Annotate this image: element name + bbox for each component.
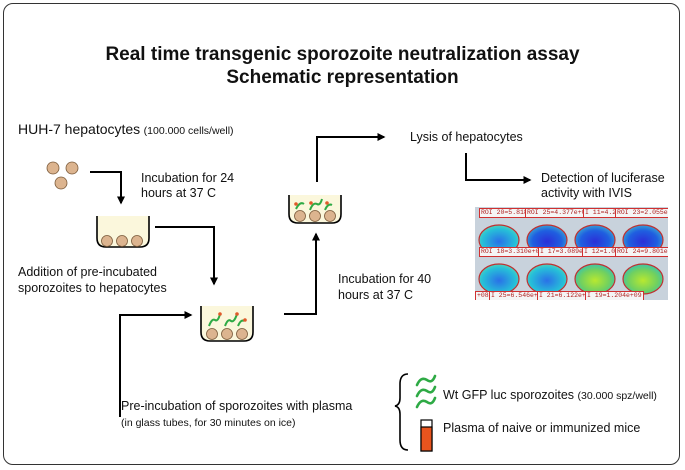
incubation-24-line-2: hours at 37 C xyxy=(141,186,217,200)
addition-line-2: sporozoites to hepatocytes xyxy=(18,281,167,295)
hepatocytes-title: HUH-7 hepatocytes xyxy=(18,121,141,137)
roi-label: I 19=1.204e+09 xyxy=(585,291,644,300)
title-line-2: Schematic representation xyxy=(226,67,459,88)
legend-sporozoites-note: (30.000 spz/well) xyxy=(577,390,657,402)
loose-hepatocyte-cells xyxy=(46,161,79,190)
legend-brace xyxy=(394,373,409,451)
roi-label: ROI 24=9.801e+08 xyxy=(615,247,668,257)
hepatocytes-label: HUH-7 hepatocytes (100.000 cells/well) xyxy=(18,122,234,139)
well-infected-hepatocytes xyxy=(288,195,342,224)
well-hepatocytes xyxy=(96,216,150,248)
addition-line-1: Addition of pre-incubated xyxy=(18,265,157,279)
incubation-40-line-1: Incubation for 40 xyxy=(338,272,432,286)
well-hepatocytes-with-sporozoites xyxy=(200,306,254,342)
hepatocytes-note: (100.000 cells/well) xyxy=(143,125,234,137)
incubation-24-line-1: Incubation for 24 xyxy=(141,171,235,185)
preincubation-note: (in glass tubes, for 30 minutes on ice) xyxy=(121,417,296,429)
roi-label: ROI 18=3.310e+08 xyxy=(479,247,546,257)
roi-label: ROI 25=4.377e+08 xyxy=(525,208,592,218)
ivis-luminescence-image: ROI 20=5.818e ROI 25=4.377e+08 I 11=4.26… xyxy=(475,207,668,300)
detection-line-1: Detection of luciferase xyxy=(541,171,665,185)
legend-sporozoites-title: Wt GFP luc sporozoites xyxy=(443,388,575,402)
legend-sporozoites-label: Wt GFP luc sporozoites (30.000 spz/well) xyxy=(443,388,657,404)
detection-line-2: activity with IVIS xyxy=(541,186,632,200)
legend-plasma-label: Plasma of naive or immunized mice xyxy=(443,421,641,435)
preincubation-label: Pre-incubation of sporozoites with plasm… xyxy=(121,399,353,413)
roi-label: ROI 23=2.055e+08 xyxy=(615,208,668,218)
incubation-40-line-2: hours at 37 C xyxy=(338,288,414,302)
flow-arrows xyxy=(90,133,532,417)
figure-frame xyxy=(3,3,680,465)
plasma-tube-icon xyxy=(420,419,433,452)
title-line-1: Real time transgenic sporozoite neutrali… xyxy=(105,44,580,65)
lysis-label: Lysis of hepatocytes xyxy=(410,130,523,144)
sporozoite-legend-icon xyxy=(415,374,437,409)
